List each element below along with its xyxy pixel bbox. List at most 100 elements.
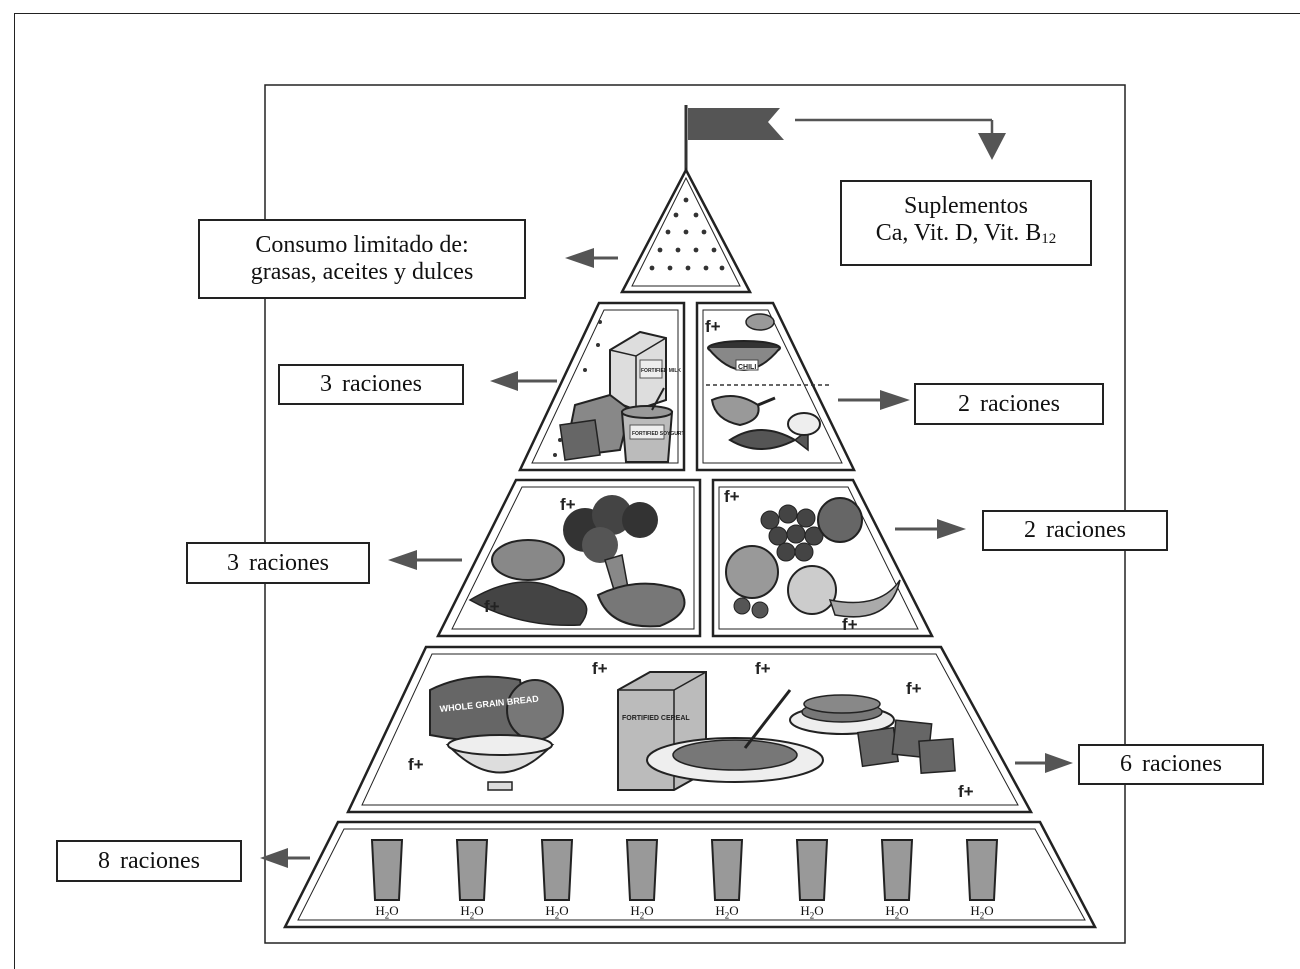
tier-protein xyxy=(695,301,856,472)
bread-loaf-icon xyxy=(429,675,564,743)
dairy-servings-count: 3 xyxy=(320,371,333,397)
h2o-label: H2O xyxy=(867,903,927,921)
milk-carton-label: FORTIFIED MILK xyxy=(641,368,681,374)
h2o-label: H2O xyxy=(782,903,842,921)
fruits-servings-box: 2 raciones xyxy=(982,510,1168,551)
h2o-h: H xyxy=(885,903,895,918)
tier-fruits xyxy=(711,478,935,638)
potato-icon xyxy=(491,539,565,581)
supplements-detail-text: Ca, Vit. D, Vit. B xyxy=(875,220,1042,246)
pepper-icon xyxy=(596,582,686,628)
supplements-title: Suplementos xyxy=(904,193,1028,219)
pointer-arrows xyxy=(260,248,1073,868)
protein-servings-unit: raciones xyxy=(980,390,1060,417)
fish-icon xyxy=(728,428,809,452)
supplements-subscript: 12 xyxy=(1041,231,1057,247)
yogurt-cup-icon xyxy=(620,387,674,463)
tier-dairy xyxy=(518,301,686,472)
h2o-h: H xyxy=(970,903,980,918)
tier-vegetables xyxy=(435,478,702,638)
apple-icon xyxy=(817,497,863,543)
milk-carton-icon xyxy=(609,330,667,412)
grains-servings-box: 6 raciones xyxy=(1078,744,1264,785)
pasta-plate-icon xyxy=(646,689,824,783)
fruits-servings-unit: raciones xyxy=(1046,517,1126,543)
leafy-greens-icon xyxy=(468,581,588,627)
grains-servings-count: 6 xyxy=(1120,751,1133,777)
chicken-icon xyxy=(710,395,776,427)
h2o-label: H2O xyxy=(442,903,502,921)
orange-icon xyxy=(725,545,779,599)
banana-icon xyxy=(828,579,901,618)
h2o-sub: 2 xyxy=(894,910,900,921)
h2o-sub: 2 xyxy=(469,910,475,921)
h2o-o: O xyxy=(814,903,824,918)
supplements-arrow xyxy=(795,118,1006,160)
h2o-h: H xyxy=(630,903,640,918)
h2o-o: O xyxy=(899,903,909,918)
fplus-mark: f+ xyxy=(958,782,974,801)
h2o-sub: 2 xyxy=(384,910,390,921)
pancakes-icon xyxy=(789,694,895,735)
vegetables-servings-count: 3 xyxy=(227,549,240,576)
fplus-mark: f+ xyxy=(408,755,424,774)
fplus-mark: f+ xyxy=(755,659,771,678)
h2o-o: O xyxy=(474,903,484,918)
h2o-label: H2O xyxy=(527,903,587,921)
h2o-o: O xyxy=(644,903,654,918)
peach-icon xyxy=(787,565,837,615)
grapes-icon xyxy=(760,504,824,562)
protein-servings-count: 2 xyxy=(958,390,971,417)
fruits-servings-count: 2 xyxy=(1024,517,1037,543)
h2o-o: O xyxy=(729,903,739,918)
h2o-h: H xyxy=(375,903,385,918)
fplus-mark: f+ xyxy=(724,487,740,506)
h2o-h: H xyxy=(800,903,810,918)
supplements-box: Suplementos Ca, Vit. D, Vit. B12 xyxy=(840,180,1092,266)
protein-servings-box: 2 raciones xyxy=(914,383,1104,425)
crackers-icon xyxy=(856,719,956,774)
chili-bowl-icon xyxy=(707,340,781,371)
water-servings-unit: raciones xyxy=(120,847,200,874)
fplus-mark: f+ xyxy=(705,317,721,336)
cereal-box-label: FORTIFIED CEREAL xyxy=(622,715,690,722)
limited-line-1: Consumo limitado de: xyxy=(255,232,469,258)
chili-label: CHILI xyxy=(738,364,756,371)
supplements-detail: Ca, Vit. D, Vit. B12 xyxy=(876,220,1057,253)
dairy-servings-box: 3 raciones xyxy=(278,364,464,405)
h2o-h: H xyxy=(715,903,725,918)
dairy-servings-unit: raciones xyxy=(342,371,422,397)
strawberries-icon xyxy=(733,597,769,619)
h2o-label: H2O xyxy=(697,903,757,921)
vegetables-servings-box: 3 raciones xyxy=(186,542,370,584)
water-servings-count: 8 xyxy=(98,847,111,874)
h2o-label: H2O xyxy=(952,903,1012,921)
h2o-label: H2O xyxy=(612,903,672,921)
tier-grains xyxy=(346,645,1034,814)
vegetables-servings-unit: raciones xyxy=(249,549,329,576)
flag-icon xyxy=(684,105,784,170)
h2o-o: O xyxy=(559,903,569,918)
tier-fats-sweets xyxy=(619,167,753,294)
h2o-o: O xyxy=(984,903,994,918)
water-servings-box: 8 raciones xyxy=(56,840,242,882)
h2o-h: H xyxy=(545,903,555,918)
fplus-mark: f+ xyxy=(484,597,500,616)
h2o-sub: 2 xyxy=(724,910,730,921)
h2o-label: H2O xyxy=(357,903,417,921)
h2o-sub: 2 xyxy=(554,910,560,921)
h2o-sub: 2 xyxy=(979,910,985,921)
grains-servings-unit: raciones xyxy=(1142,751,1222,777)
yogurt-label: FORTIFIED SOYGURT xyxy=(632,431,685,437)
limited-consumption-box: Consumo limitado de: grasas, aceites y d… xyxy=(198,219,526,299)
h2o-sub: 2 xyxy=(639,910,645,921)
h2o-h: H xyxy=(460,903,470,918)
page-frame xyxy=(14,13,1300,969)
fplus-mark: f+ xyxy=(592,659,608,678)
water-glass-icon xyxy=(370,839,999,901)
h2o-o: O xyxy=(389,903,399,918)
fplus-mark: f+ xyxy=(842,615,858,634)
limited-line-2: grasas, aceites y dulces xyxy=(250,259,474,285)
rice-bowl-icon xyxy=(445,734,555,791)
